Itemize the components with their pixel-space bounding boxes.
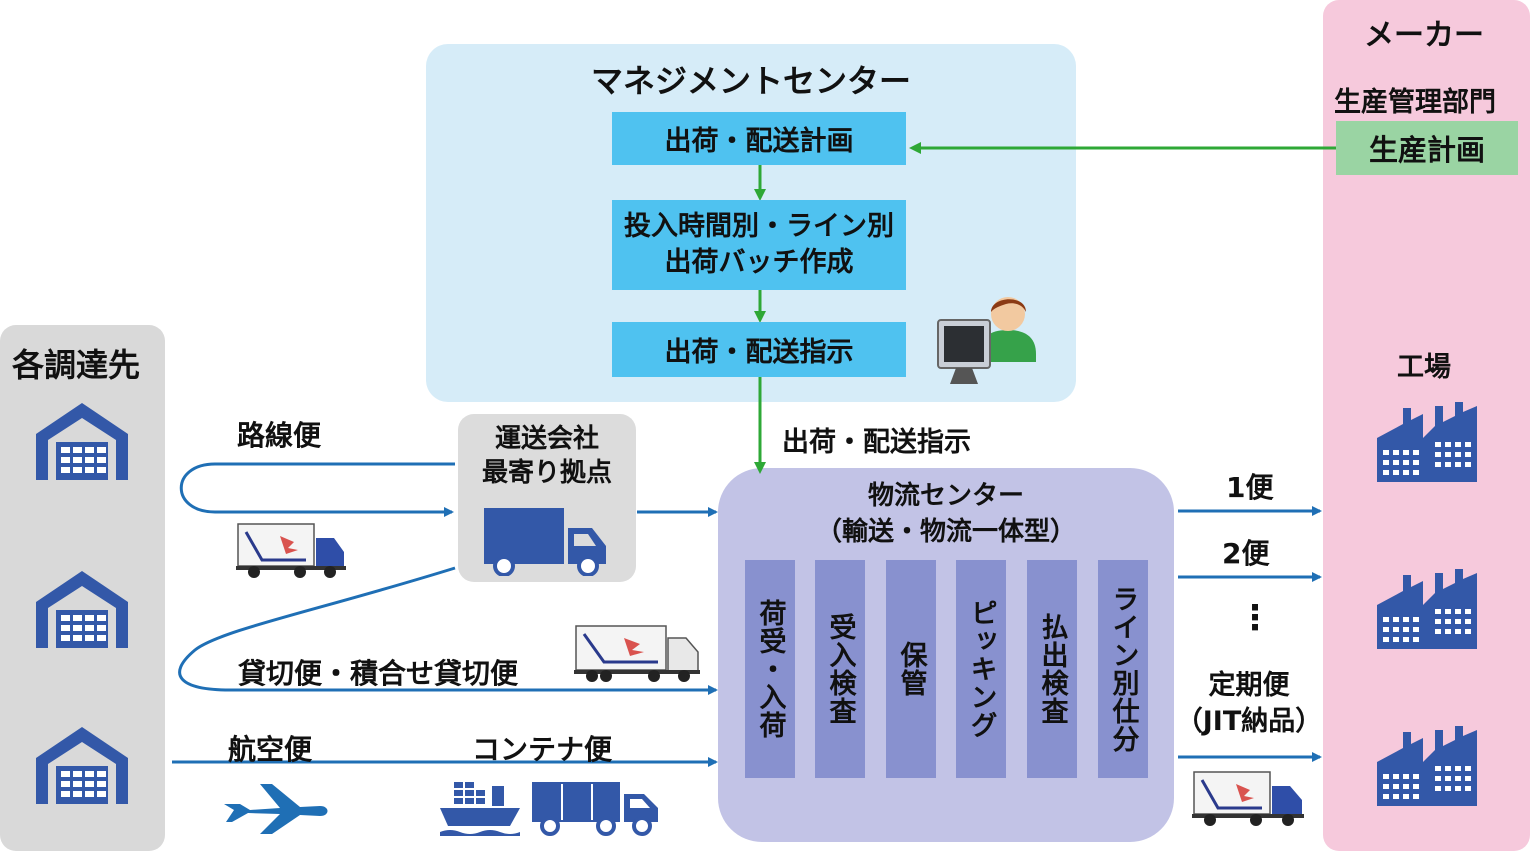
more-trips-dots: ⋮ [1238,598,1272,638]
container-truck-icon [532,782,658,836]
hub-line2: 最寄り拠点 [481,458,612,488]
factory-icon [1377,726,1477,806]
factory-icon [1377,402,1477,482]
delivery-truck-image [236,523,346,578]
airplane-icon [224,784,328,834]
batch-line2: 出荷バッチ作成 [664,247,854,278]
instruction-label: 出荷・配送指示 [782,427,971,458]
carrier-hub-title: 運送会社 最寄り拠点 [458,422,636,490]
logistics-center-title: 物流センター （輸送・物流一体型） [718,478,1174,550]
operator-at-computer-icon [937,297,1036,384]
maker-title: メーカー [1364,18,1484,53]
process-outbound-inspection: 払出検査 [1027,560,1077,778]
large-truck-image [574,625,700,682]
route-loop-arrow [179,462,455,517]
route-label: 路線便 [237,419,322,452]
shipping-instruction-box: 出荷・配送指示 [612,322,906,377]
center-title-line1: 物流センター [867,481,1024,511]
container-label: コンテナ便 [472,733,613,766]
factory-label: 工場 [1397,352,1451,383]
production-dept-label: 生産管理部門 [1334,87,1496,118]
warehouse-icon [36,727,128,804]
air-label: 航空便 [228,733,313,766]
regular-line2: （JIT納品） [1175,706,1323,737]
charter-label: 貸切便・積合せ貸切便 [238,657,519,690]
truck-icon [484,508,606,576]
warehouse-icon [36,403,128,480]
center-title-line2: （輸送・物流一体型） [815,517,1076,547]
production-plan-box: 生産計画 [1336,121,1518,175]
process-inspection: 受入検査 [815,560,865,778]
shipping-plan-box: 出荷・配送計画 [612,112,906,165]
batch-line1: 投入時間別・ライン別 [624,211,894,242]
process-storage: 保管 [886,560,936,778]
process-receiving: 荷受・入荷 [745,560,795,778]
process-line-sorting: ライン別仕分 [1098,560,1148,778]
management-title: マネジメントセンター [590,62,911,100]
regular-delivery-label: 定期便 （JIT納品） [1168,668,1330,740]
hub-line1: 運送会社 [494,424,599,454]
regular-line1: 定期便 [1208,670,1290,701]
warehouse-icon [36,571,128,648]
batch-creation-box: 投入時間別・ライン別 出荷バッチ作成 [612,200,906,290]
ship-icon [440,782,520,836]
trip1-label: 1便 [1226,471,1274,504]
suppliers-title: 各調達先 [12,346,141,384]
factory-icon [1377,569,1477,649]
jit-truck-image [1192,771,1304,826]
process-picking: ピッキング [956,560,1006,778]
trip2-label: 2便 [1222,537,1270,570]
charter-loop-arrow [178,566,718,695]
